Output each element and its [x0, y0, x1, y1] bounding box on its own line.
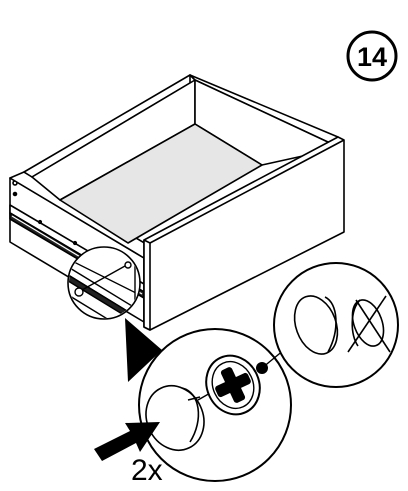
step-badge: 14: [346, 30, 398, 82]
crossed-out-knob-icon: [347, 295, 391, 353]
wrong-orientation-circle: [273, 262, 399, 388]
step-number: 14: [357, 42, 387, 72]
magnifier-circle: [138, 328, 292, 482]
drawer-bottom: [59, 123, 263, 244]
push-arrow-icon: [94, 422, 160, 461]
drawer-illustration: [9, 74, 345, 331]
phillips-screw-icon: [205, 354, 261, 416]
zoom-pointer: [125, 318, 162, 382]
quantity-label: 2x: [131, 454, 163, 486]
